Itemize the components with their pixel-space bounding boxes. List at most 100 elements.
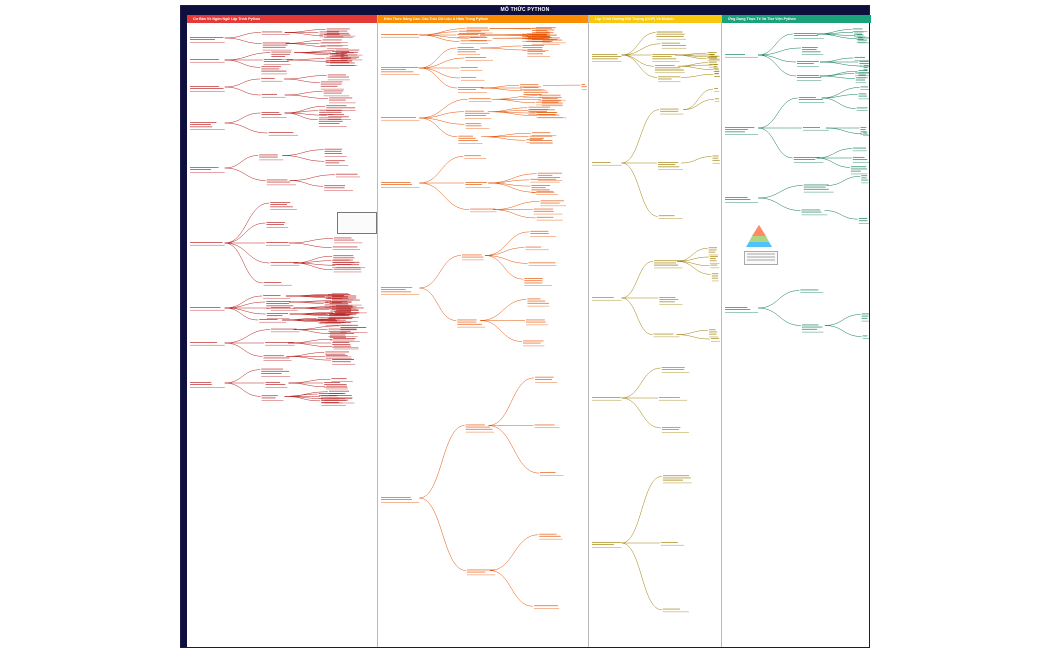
pyramid-diagram [746,225,772,247]
branch-connector [484,231,530,256]
branch-connector [224,78,261,88]
branch-connector [293,260,332,264]
branch-connector [224,37,262,44]
branch-connector [419,425,465,499]
page-title: MÔ THỨC PYTHON [181,6,869,15]
branch-connector [481,133,531,137]
branch-connector [289,242,332,248]
branch-connector [419,156,464,184]
advanced-branch-lines [381,27,587,609]
branch-connector [493,209,536,219]
branch-connector [621,297,653,335]
column-oop: Lập Trình Hướng Đối Tượng (OOP) Và Modul… [589,15,722,647]
branch-connector [419,34,460,42]
branch-connector [484,255,524,280]
branch-connector [288,378,331,384]
column-advanced: Kiến Thức Nâng Cao: Cấu Trúc Dữ Liệu & H… [378,15,589,647]
branch-connector [677,65,714,70]
branch-connector [816,157,850,168]
branch-connector [758,47,801,56]
branch-connector [676,334,710,340]
branch-connector [284,91,323,96]
branch-connector [224,155,259,169]
branch-connector [758,127,793,159]
branch-connector [819,75,855,79]
branch-connector [289,313,329,316]
branch-connector [677,64,713,67]
branch-connector [480,47,527,51]
branch-connector [824,210,858,220]
branch-connector [293,262,333,270]
branch-connector [677,261,711,275]
branch-connector [285,40,322,44]
branch-connector [224,342,263,357]
branch-connector [820,61,863,67]
branch-connector [758,33,793,56]
mindmap-board: MÔ THỨC PYTHON Cơ Bản Về Ngôn Ngữ Lập Tr… [180,5,871,648]
branch-connector [224,86,261,96]
column-header-advanced: Kiến Thức Nâng Cao: Cấu Trúc Dữ Liệu & H… [378,15,588,23]
branch-connector [224,202,270,244]
branch-connector [489,534,539,571]
branch-connector [289,301,324,304]
branch-connector [488,182,536,193]
branch-connector [284,110,319,114]
column-header-oop: Lập Trình Hướng Đối Tượng (OOP) Và Modul… [589,15,721,23]
column-applications: Ứng Dụng Thực Tế Và Thư Viện Python [722,15,871,647]
branch-connector [489,570,533,607]
branch-connector [621,476,662,544]
branch-connector [621,109,660,164]
branch-connector [484,255,528,264]
branch-connector [675,52,707,56]
branch-connector [480,320,523,342]
left-sidebar-strip [181,6,187,647]
branch-connector [681,74,714,78]
branch-connector [284,396,321,402]
branch-connector [484,247,525,256]
branch-connector [282,149,324,156]
branch-connector [758,185,803,199]
branch-connector [288,338,333,344]
branch-connector [286,59,330,62]
branch-connector [683,88,713,110]
branch-connector [621,367,661,399]
branch-connector [816,32,854,35]
basics-embedded-diagram [337,212,377,234]
branch-connector [758,307,801,326]
branch-connector [224,382,261,397]
reference-table [744,251,778,265]
branch-connector [488,173,537,184]
branch-connector [419,67,457,89]
branch-connector [621,32,656,56]
branch-connector [284,393,318,397]
branch-connector [419,31,458,36]
branch-connector [824,314,861,326]
branch-connector [419,287,457,321]
branch-connector [294,52,329,55]
branch-connector [487,111,538,116]
column-header-basics: Cơ Bản Về Ngôn Ngữ Lập Trình Python [187,15,377,23]
branch-connector [289,238,334,244]
applications-branch-lines [725,28,869,339]
branch-connector [224,301,266,309]
oop-branch-lines [592,31,720,613]
branch-connector [491,95,538,100]
branch-connector [224,52,271,61]
branch-connector [224,59,261,68]
branch-connector [284,94,329,99]
branch-connector [758,290,800,309]
branch-connector [282,319,319,322]
branch-connector [676,330,709,335]
branch-connector [816,33,857,39]
column-basics: Cơ Bản Về Ngôn Ngữ Lập Trình Python [187,15,378,647]
branch-connector [286,352,325,357]
branch-connector [419,67,460,79]
branch-connector [285,43,327,47]
branch-connector [419,255,461,289]
column-header-applications: Ứng Dụng Thực Tế Và Thư Viện Python [722,15,871,23]
branch-connector [224,369,261,384]
branch-connector [224,122,268,134]
branch-connector [816,148,852,159]
branch-connector [758,54,796,77]
branch-connector [224,295,263,309]
